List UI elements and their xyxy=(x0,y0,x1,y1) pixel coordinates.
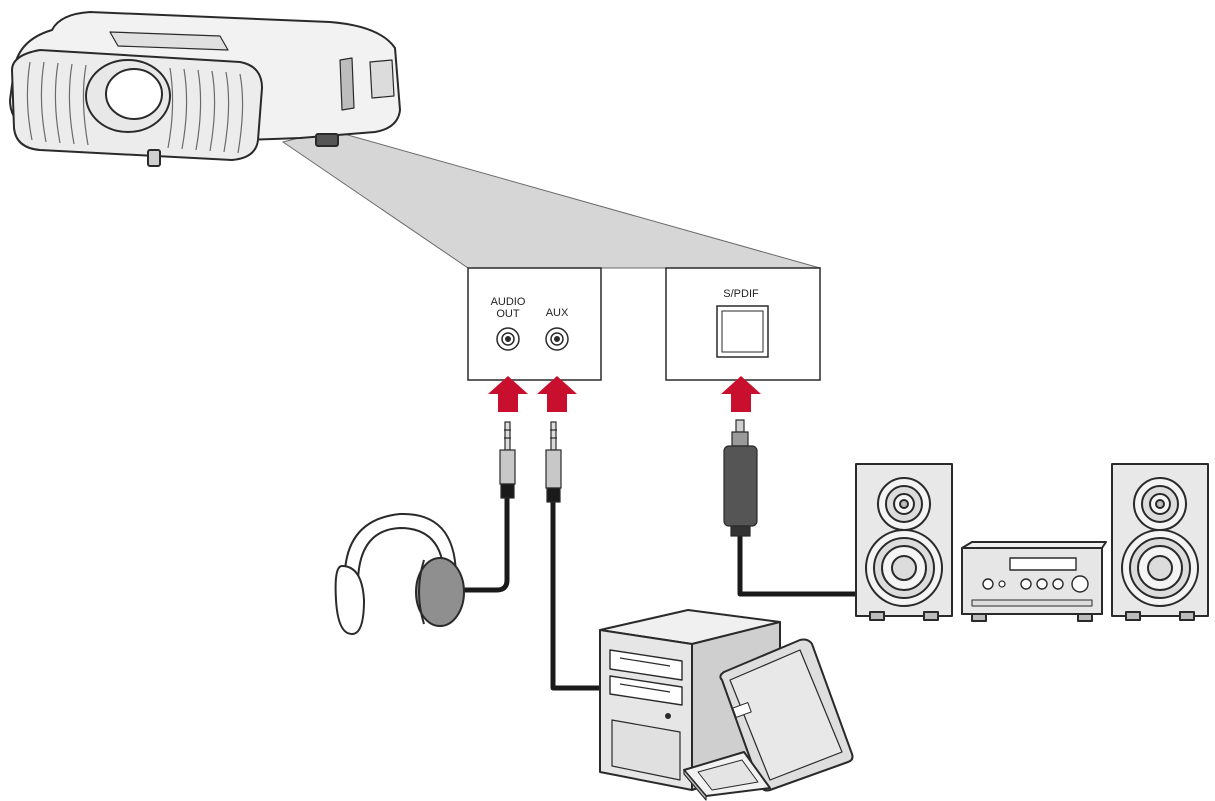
arrow-audio-out xyxy=(488,376,528,412)
desktop-computer-icon xyxy=(599,609,781,791)
headphones-cable xyxy=(459,495,510,593)
aux-label: AUX xyxy=(546,307,569,319)
callout-wedge xyxy=(281,129,821,269)
spdif-port-panel: S/PDIF xyxy=(665,267,821,381)
spdif-port-icon xyxy=(716,305,769,358)
arrow-spdif xyxy=(721,376,761,412)
spdif-cable xyxy=(737,532,861,597)
audio-out-jack-icon xyxy=(496,327,520,351)
arrow-up-icon xyxy=(488,376,761,412)
aux-jack-icon xyxy=(545,327,569,351)
audio-out-label-line2: OUT xyxy=(496,308,520,320)
audio-out-label-line1: AUDIO xyxy=(491,296,526,308)
spdif-label: S/PDIF xyxy=(723,288,759,300)
laptop-icon xyxy=(683,638,854,801)
optical-toslink-plug-icon xyxy=(723,419,758,537)
arrow-aux xyxy=(537,376,577,412)
headphones-icon xyxy=(334,512,465,635)
projector-icon xyxy=(9,11,401,167)
audio-port-panel: AUDIO OUT AUX xyxy=(467,267,602,381)
audio-port-panel-frame xyxy=(467,267,602,381)
audio-jack-3.5mm-icon xyxy=(499,421,562,503)
amplifier-receiver-icon xyxy=(961,541,1107,622)
speaker-icon xyxy=(855,463,1209,621)
computer-cable xyxy=(550,499,609,691)
